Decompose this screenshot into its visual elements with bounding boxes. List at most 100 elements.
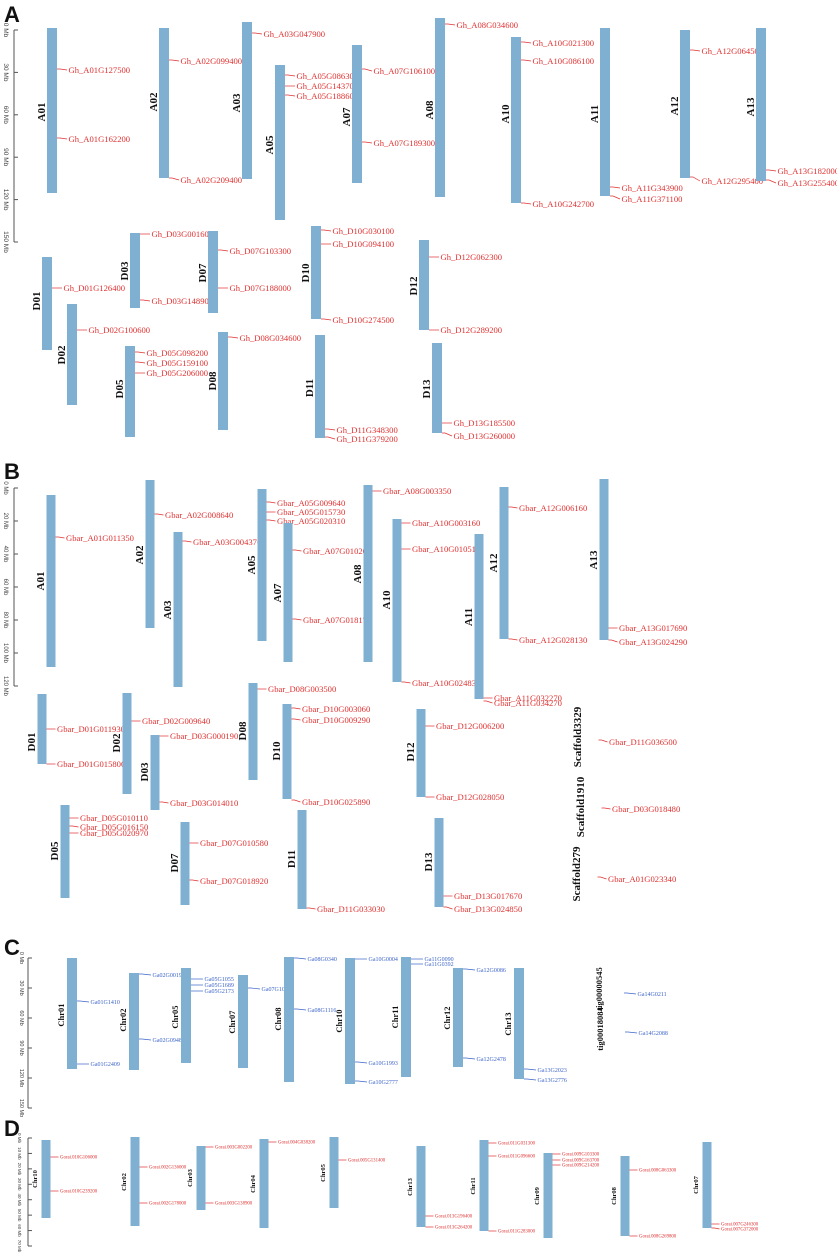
chromosome-label: A11 bbox=[589, 105, 601, 123]
gene-label: Gbar_A10G003160 bbox=[412, 518, 480, 528]
gene-leader-line bbox=[362, 68, 373, 72]
chromosome-label: A02 bbox=[148, 92, 160, 111]
chromosome-label: Chr10 bbox=[32, 1170, 39, 1188]
scale-tick-label: 50 Mb bbox=[17, 1209, 22, 1222]
scale-tick-label: 150 Mb bbox=[2, 231, 9, 253]
gene-label: Gh_A12G295400 bbox=[702, 176, 764, 186]
chromosome-bar bbox=[599, 479, 609, 640]
gene-leader-line bbox=[135, 361, 146, 364]
chromosome-label: Chr08 bbox=[273, 1007, 283, 1030]
chromosome-bar bbox=[180, 822, 190, 905]
chromosome-bar bbox=[159, 28, 169, 178]
gene-label: Gorai.002G178000 bbox=[149, 1202, 187, 1207]
chromosome-bar bbox=[514, 968, 524, 1079]
gene-label: Gh_D13G260000 bbox=[454, 431, 516, 441]
scale-tick-label: 60 Mb bbox=[18, 1010, 24, 1025]
gene-label: Ga10G1993 bbox=[369, 1061, 398, 1067]
gene-label: Gh_D01G126400 bbox=[64, 283, 126, 293]
chromosome-label: Chr09 bbox=[534, 1186, 541, 1204]
chromosome-bar bbox=[130, 233, 140, 308]
chromosome-bar bbox=[238, 975, 248, 1068]
gene-leader-line bbox=[766, 169, 777, 172]
chromosome-bar bbox=[680, 30, 690, 178]
gene-label: Gh_D03G148900 bbox=[152, 296, 214, 306]
gene-label: Gh_D07G188000 bbox=[230, 283, 292, 293]
gene-label: Ga13G2776 bbox=[538, 1078, 567, 1084]
gene-leader-line bbox=[443, 906, 453, 910]
gene-leader-line bbox=[292, 618, 302, 621]
gene-leader-line bbox=[69, 825, 79, 828]
chromosome-bar bbox=[543, 1153, 553, 1238]
gene-label: Gbar_D11G033030 bbox=[317, 904, 385, 914]
scale-tick-label: 90 Mb bbox=[2, 148, 9, 166]
chromosome-label: Chr03 bbox=[187, 1168, 194, 1186]
gene-label: Gbar_D05G010110 bbox=[80, 813, 148, 823]
chromosome-label: D03 bbox=[119, 261, 131, 280]
chromosome-bar bbox=[67, 304, 77, 405]
gene-label: Gh_D12G289200 bbox=[441, 325, 503, 335]
chromosome-label: Scaffold279 bbox=[571, 846, 583, 902]
chromosome-bar bbox=[257, 489, 267, 641]
gene-leader-line bbox=[325, 428, 336, 431]
chromosome-bar bbox=[432, 343, 442, 433]
scale-tick-label: 0 Mb bbox=[17, 1133, 22, 1144]
gene-label: Gh_D08G034600 bbox=[240, 333, 302, 343]
gene-leader-line bbox=[610, 195, 621, 200]
chromosome-bar bbox=[702, 1142, 712, 1228]
gene-leader-line bbox=[521, 59, 532, 62]
gene-label: Gh_A07G106100 bbox=[374, 66, 436, 76]
scale-tick-label: 30 Mb bbox=[2, 63, 9, 81]
gene-leader-line bbox=[711, 1227, 720, 1230]
gene-leader-line bbox=[690, 176, 701, 182]
gene-label: Gbar_D12G028050 bbox=[436, 792, 504, 802]
chromosome-bar bbox=[130, 1137, 140, 1226]
gene-label: Gbar_A05G015730 bbox=[277, 507, 345, 517]
gene-label: Ga08G0340 bbox=[308, 957, 337, 963]
chromosome-label: A05 bbox=[264, 135, 276, 154]
gene-label: Ga12G0086 bbox=[477, 968, 506, 974]
chromosome-bar bbox=[756, 28, 766, 181]
chromosome-label: A10 bbox=[500, 104, 512, 123]
gene-label: Gbar_D08G003500 bbox=[268, 684, 336, 694]
gene-label: Gorai.010G106000 bbox=[60, 1156, 98, 1161]
gene-label: Gbar_A10G010510 bbox=[412, 544, 480, 554]
chromosome-d10: D10Gh_D10G030100Gh_D10G094100Gh_D10G2745… bbox=[300, 226, 394, 325]
chromosome-label: D11 bbox=[286, 850, 298, 868]
chromosome-label: Chr07 bbox=[227, 1010, 237, 1034]
chromosome-label: A05 bbox=[246, 555, 258, 574]
chromosome-bar bbox=[311, 226, 321, 319]
gene-label: Gh_A01G127500 bbox=[69, 65, 131, 75]
gene-label: Gbar_D13G017670 bbox=[454, 891, 522, 901]
chromosome-bar bbox=[275, 65, 285, 220]
chromosome-bar bbox=[42, 257, 52, 350]
gene-label: Ga07G1069 bbox=[262, 987, 291, 993]
gene-leader-line bbox=[601, 807, 611, 810]
gene-label: Gh_A10G086100 bbox=[533, 56, 595, 66]
gene-leader-line bbox=[294, 1008, 307, 1011]
gene-leader-line bbox=[159, 801, 169, 804]
gene-leader-line bbox=[508, 638, 518, 641]
gene-label: Gbar_D03G014010 bbox=[170, 798, 238, 808]
scale-tick-label: 20 Mb bbox=[17, 1163, 22, 1176]
scale-tick-label: 30 Mb bbox=[18, 980, 24, 995]
gene-leader-line bbox=[401, 681, 411, 684]
gene-leader-line bbox=[610, 186, 621, 189]
gene-leader-line bbox=[524, 1078, 537, 1081]
gene-label: Ga05G2173 bbox=[205, 989, 234, 995]
gene-leader-line bbox=[55, 536, 65, 539]
chromosome-a10: A10Gh_A10G021300Gh_A10G086100Gh_A10G2427… bbox=[500, 37, 594, 209]
chromosome-bar bbox=[401, 957, 411, 1077]
gene-leader-line bbox=[189, 879, 199, 882]
gene-label: Gorai.005G131400 bbox=[348, 1159, 386, 1164]
